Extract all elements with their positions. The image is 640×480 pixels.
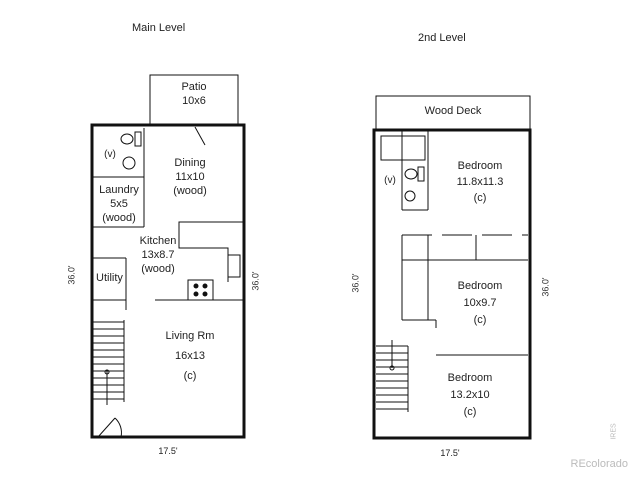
room-note: (wood) — [173, 185, 207, 197]
room-size: 10x6 — [182, 95, 206, 107]
room-laundry: Laundry 5x5 (wood) — [94, 183, 144, 225]
room-size: 13.2x10 — [450, 389, 490, 401]
recolorado-watermark: REcolorado — [570, 458, 628, 470]
height-dimension-right: 36.0' — [250, 271, 261, 291]
ires-watermark: IRES — [610, 423, 618, 440]
room-note: (c) — [183, 370, 197, 382]
room-name: Dining — [174, 157, 206, 169]
room-living: Living Rm 16x13 (c) — [150, 326, 230, 386]
width-dimension-2: 17.5' — [440, 448, 460, 458]
height-dimension-right-2: 36.0' — [540, 277, 551, 297]
room-name: Kitchen — [139, 235, 177, 247]
room-size: 13x8.7 — [141, 249, 175, 261]
height-dimension-left-2: 36.0' — [350, 273, 361, 293]
room-bedroom-1: Bedroom 11.8x11.3 (c) — [440, 158, 520, 206]
room-name: Laundry — [99, 184, 139, 196]
bath-note: (v) — [104, 149, 116, 160]
room-utility: Utility — [96, 272, 123, 284]
second-level-title: 2nd Level — [418, 32, 466, 44]
room-name: Patio — [181, 81, 207, 93]
room-note: (c) — [463, 406, 477, 418]
room-bedroom-3: Bedroom 13.2x10 (c) — [430, 370, 510, 421]
room-size: 11.8x11.3 — [456, 176, 504, 188]
room-name: Bedroom — [457, 160, 503, 172]
room-note: (wood) — [102, 212, 136, 224]
bath-note-2: (v) — [384, 175, 396, 186]
width-dimension: 17.5' — [158, 446, 178, 456]
room-note: (c) — [473, 192, 487, 204]
room-note: (c) — [473, 314, 487, 326]
room-kitchen: Kitchen 13x8.7 (wood) — [128, 234, 188, 276]
room-name: Bedroom — [447, 372, 493, 384]
room-name: Living Rm — [165, 330, 215, 342]
height-dimension-left: 36.0' — [66, 265, 77, 285]
room-bedroom-2: Bedroom 10x9.7 (c) — [440, 278, 520, 329]
room-name: Bedroom — [457, 280, 503, 292]
room-note: (wood) — [141, 263, 175, 275]
room-size: 16x13 — [175, 350, 205, 362]
room-size: 11x10 — [175, 171, 205, 183]
room-patio: Patio 10x6 — [150, 80, 238, 108]
room-wood-deck: Wood Deck — [424, 105, 482, 117]
room-size: 10x9.7 — [463, 297, 497, 309]
main-level-title: Main Level — [132, 22, 186, 34]
room-dining: Dining 11x10 (wood) — [150, 156, 230, 198]
room-size: 5x5 — [110, 198, 128, 210]
